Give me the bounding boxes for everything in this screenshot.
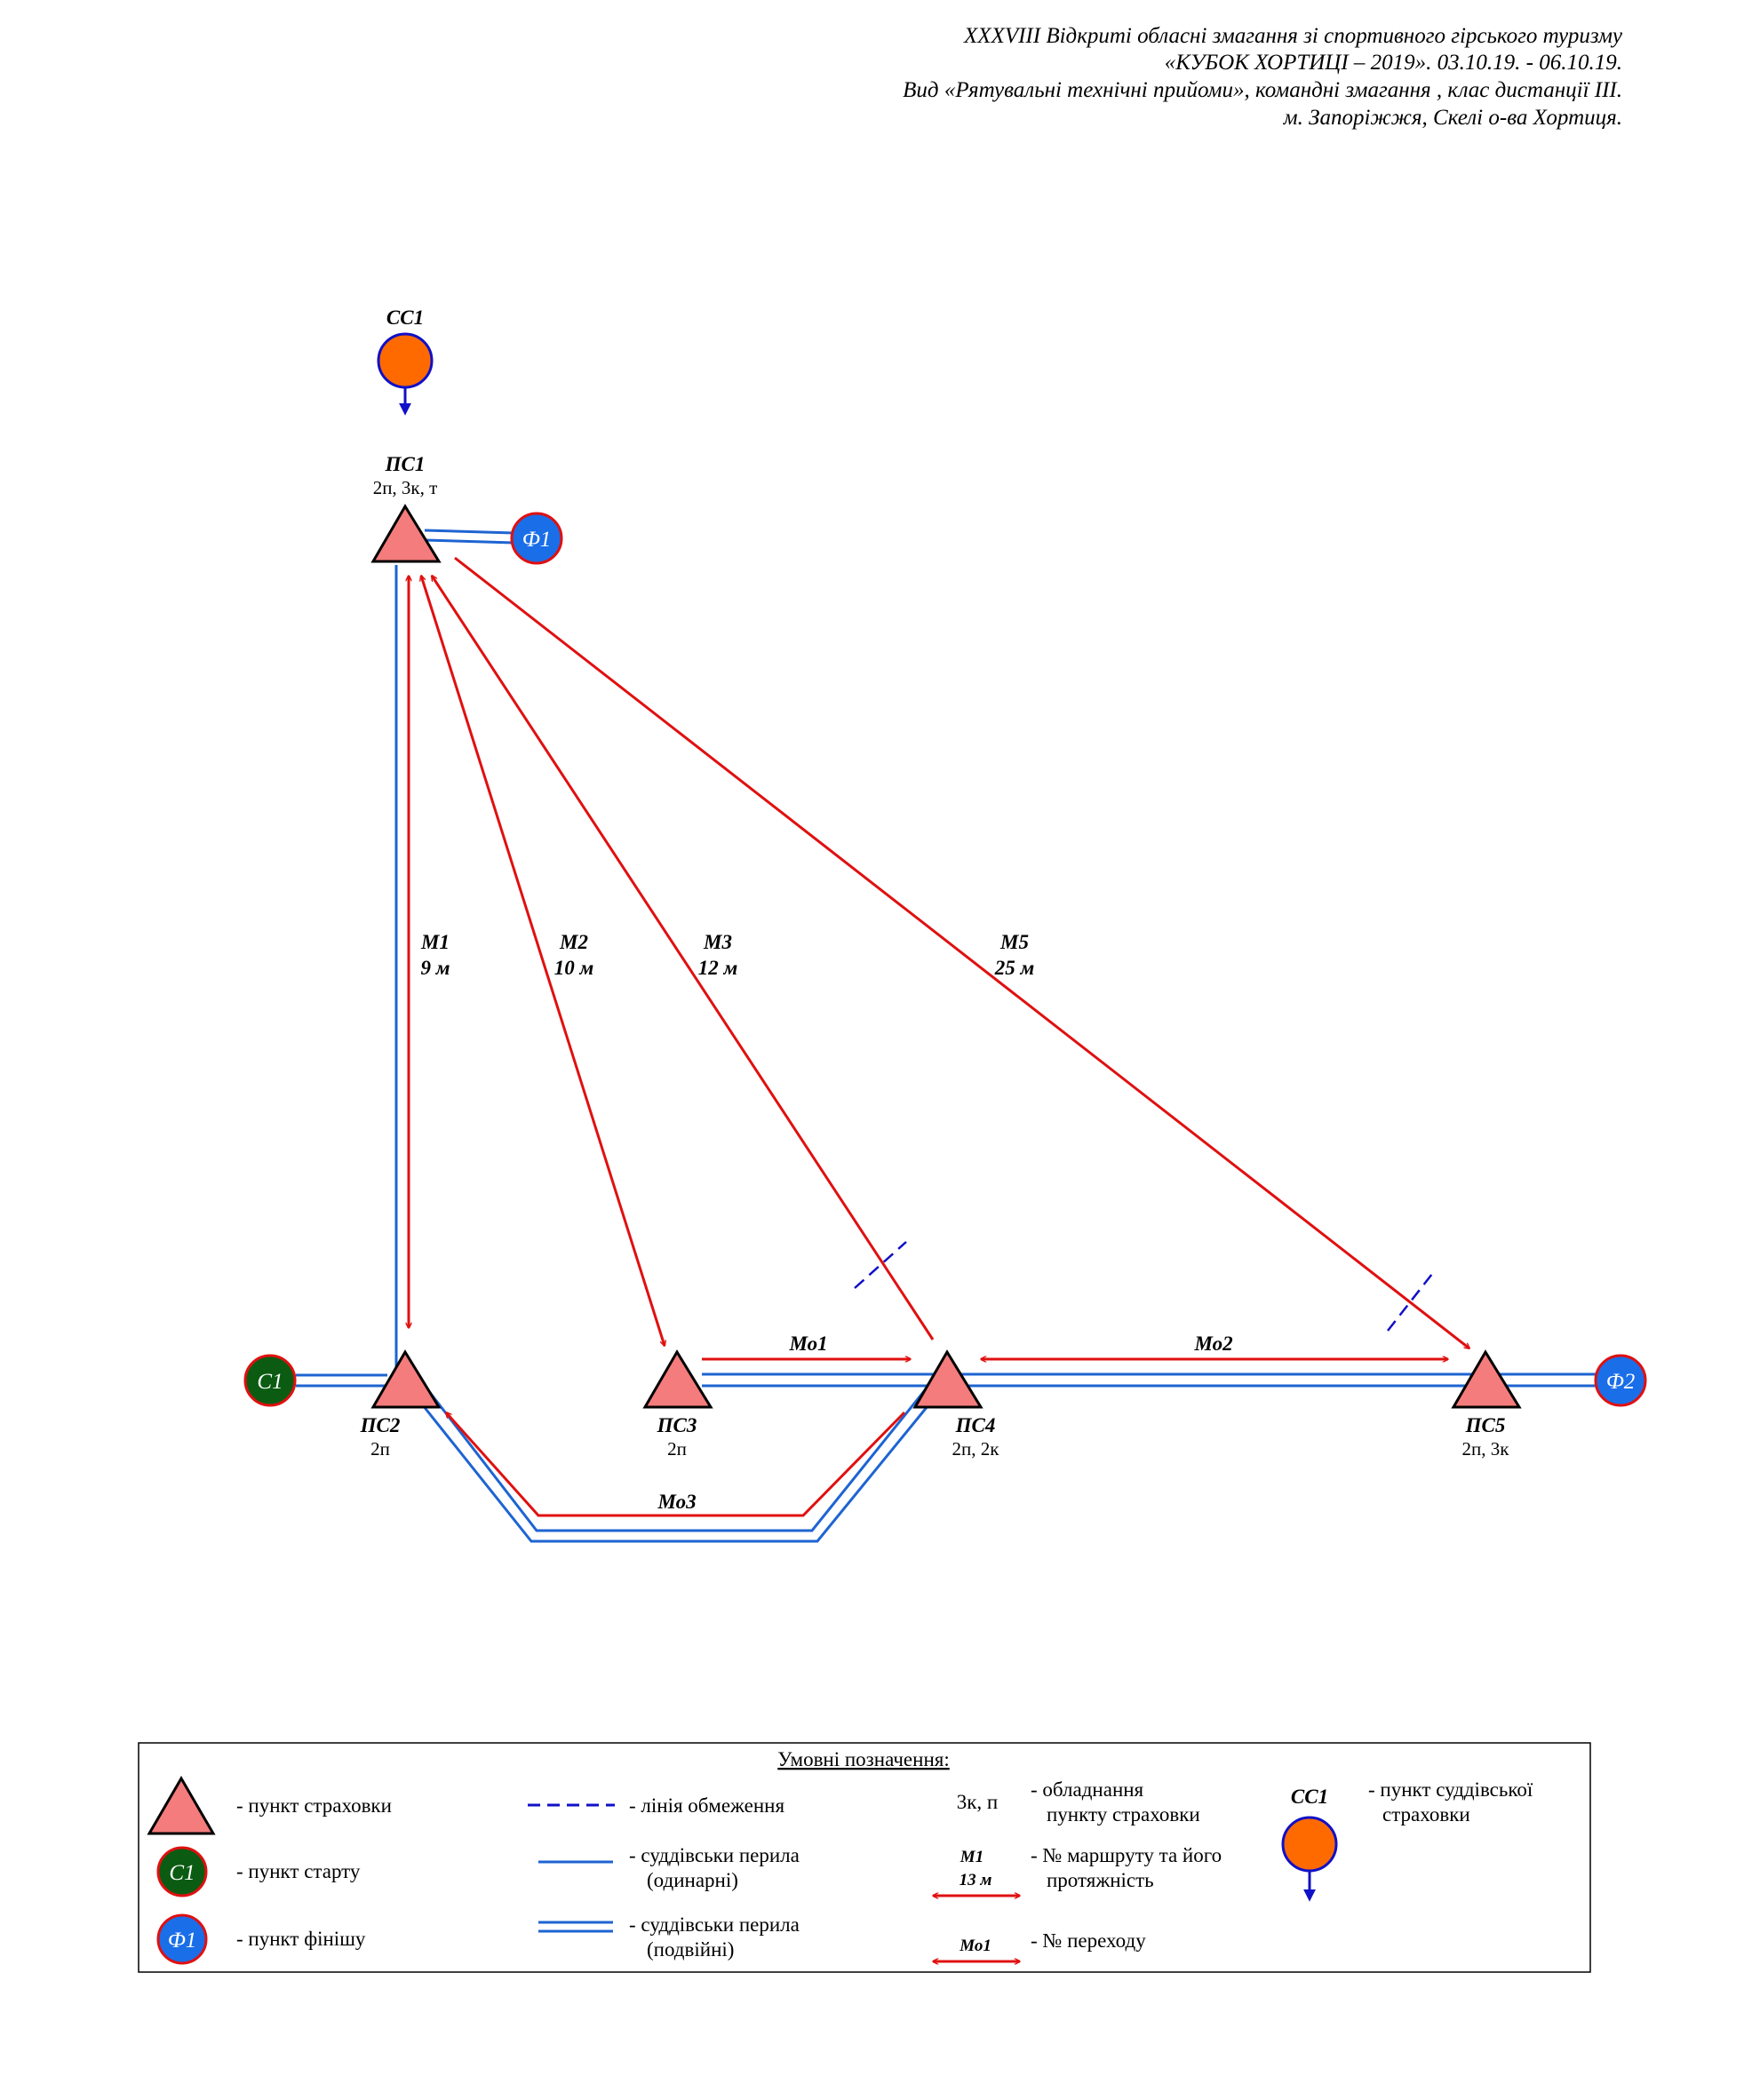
- finish-f2-label: Ф2: [1606, 1370, 1636, 1394]
- route-m2-length: 10 м: [554, 957, 594, 979]
- legend-title: Умовні позначення:: [777, 1748, 949, 1770]
- finish-point-f2: Ф2: [1594, 1354, 1647, 1407]
- legend-start-symbol: С1: [169, 1861, 195, 1885]
- judge-ropes: [296, 529, 1597, 1543]
- double-rope-ps1-f1-a: [424, 529, 514, 535]
- routes: [409, 556, 1469, 1517]
- belay-point-ps2: ПС2 2п: [360, 1349, 442, 1460]
- ps3-name: ПС3: [657, 1414, 697, 1436]
- route-m3-line: [430, 576, 935, 1340]
- belay-point-ps5: ПС5 2п, 3к: [1451, 1349, 1522, 1460]
- start-circle: [243, 1354, 297, 1407]
- legend-double-rope-text-2: (подвійні): [647, 1938, 734, 1961]
- legend-equip-text-1: - обладнання: [1031, 1778, 1144, 1801]
- start-label: С1: [257, 1370, 283, 1394]
- route-m2-name: М2: [559, 931, 588, 953]
- legend-route-text-2: протяжність: [1047, 1869, 1154, 1891]
- legend-transition-symbol: Мо1: [959, 1937, 991, 1955]
- legend: Умовні позначення: - пункт страховки С1 …: [138, 1742, 1591, 1973]
- ps5-name: ПС5: [1465, 1414, 1506, 1436]
- ps4-name: ПС4: [955, 1414, 996, 1436]
- start-point: С1: [243, 1354, 297, 1407]
- ps2-name: ПС2: [360, 1414, 401, 1436]
- transition-mo2-label: Мо2: [1193, 1332, 1232, 1355]
- double-rope-bypass-a: [423, 1385, 930, 1532]
- belay-point-ps1: ПС1 2п, 3к, т: [370, 453, 442, 563]
- header-line-1: XXXVIII Відкриті обласні змагання зі спо…: [963, 24, 1623, 48]
- ps3-triangle: [642, 1349, 713, 1409]
- legend-belay-text: - пункт страховки: [236, 1794, 392, 1817]
- route-m5-name: М5: [999, 931, 1029, 953]
- legend-limit-text: - лінія обмеження: [629, 1794, 784, 1817]
- legend-equip-symbol: 3к, п: [957, 1791, 998, 1813]
- ps5-triangle: [1451, 1349, 1522, 1409]
- judge-point-circle: [377, 332, 434, 389]
- ps4-equipment: 2п, 2к: [952, 1438, 1000, 1460]
- ps1-name: ПС1: [385, 453, 426, 475]
- legend-route-symbol-length: 13 м: [960, 1871, 992, 1889]
- legend-finish-icon: [156, 1913, 208, 1965]
- route-m1-name: М1: [420, 931, 450, 953]
- double-rope-bypass-b: [414, 1396, 937, 1543]
- legend-transition-text: - № переходу: [1031, 1929, 1146, 1952]
- route-m5-line: [454, 556, 1469, 1348]
- legend-double-rope-text-1: - суддівськи перила: [629, 1913, 800, 1936]
- legend-finish-symbol: Ф1: [168, 1929, 197, 1953]
- legend-judge-symbol: СС1: [1291, 1786, 1328, 1808]
- legend-start-icon: [156, 1846, 208, 1897]
- transition-mo3-label: Мо3: [657, 1491, 696, 1513]
- route-labels: М1 9 м М2 10 м М3 12 м М5 25 м Мо1 Мо2 М…: [420, 931, 1233, 1513]
- limit-line-m3: [854, 1241, 907, 1289]
- judge-belay-point: СС1: [377, 306, 434, 416]
- legend-start-text: - пункт старту: [236, 1860, 361, 1882]
- transition-mo1-label: Мо1: [788, 1332, 827, 1355]
- limit-lines: [854, 1241, 1433, 1332]
- finish-f1-label: Ф1: [522, 528, 552, 552]
- route-m1-length: 9 м: [420, 957, 450, 979]
- ps1-equipment: 2п, 3к, т: [373, 477, 438, 498]
- legend-equip-text-2: пункту страховки: [1047, 1803, 1200, 1826]
- legend-judge-text-1: - пункт суддівської: [1368, 1778, 1533, 1801]
- legend-judge-icon: [1281, 1816, 1338, 1873]
- ps3-equipment: 2п: [667, 1438, 687, 1460]
- ps2-triangle: [370, 1349, 442, 1409]
- belay-point-ps3: ПС3 2п: [642, 1349, 713, 1460]
- legend-single-rope-text-2: (одинарні): [647, 1869, 738, 1891]
- legend-judge-text-2: страховки: [1382, 1803, 1470, 1826]
- transition-mo3-line: [446, 1412, 906, 1517]
- ps4-triangle: [912, 1349, 984, 1409]
- limit-line-m5: [1387, 1273, 1433, 1332]
- double-rope-ps1-f1-b: [424, 538, 514, 545]
- legend-single-rope-text-1: - суддівськи перила: [629, 1844, 800, 1866]
- header-line-2: «КУБОК ХОРТИЦІ – 2019». 03.10.19. - 06.1…: [1165, 51, 1622, 75]
- legend-route-text-1: - № маршруту та його: [1031, 1844, 1222, 1866]
- finish-f2-circle: [1594, 1354, 1647, 1407]
- finish-point-f1: Ф1: [510, 512, 563, 565]
- route-m2-line: [421, 576, 665, 1346]
- legend-finish-text: - пункт фінішу: [236, 1928, 366, 1950]
- legend-frame: [138, 1742, 1591, 1973]
- finish-f1-circle: [510, 512, 563, 565]
- header-line-4: м. Запоріжжя, Скелі о-ва Хортиця.: [1283, 106, 1622, 130]
- document-header: XXXVIII Відкриті обласні змагання зі спо…: [903, 24, 1623, 130]
- legend-triangle-icon: [147, 1776, 216, 1835]
- legend-route-symbol-name: М1: [960, 1848, 984, 1866]
- judge-point-label: СС1: [386, 306, 424, 329]
- ps2-equipment: 2п: [370, 1438, 390, 1460]
- route-m3-length: 12 м: [698, 957, 738, 979]
- route-m5-length: 25 м: [994, 957, 1035, 979]
- route-m3-name: М3: [703, 931, 732, 953]
- ps5-equipment: 2п, 3к: [1462, 1438, 1510, 1460]
- header-line-3: Вид «Рятувальні технічні прийоми», коман…: [903, 78, 1622, 102]
- belay-point-ps4: ПС4 2п, 2к: [912, 1349, 1000, 1460]
- ps1-triangle: [370, 504, 442, 563]
